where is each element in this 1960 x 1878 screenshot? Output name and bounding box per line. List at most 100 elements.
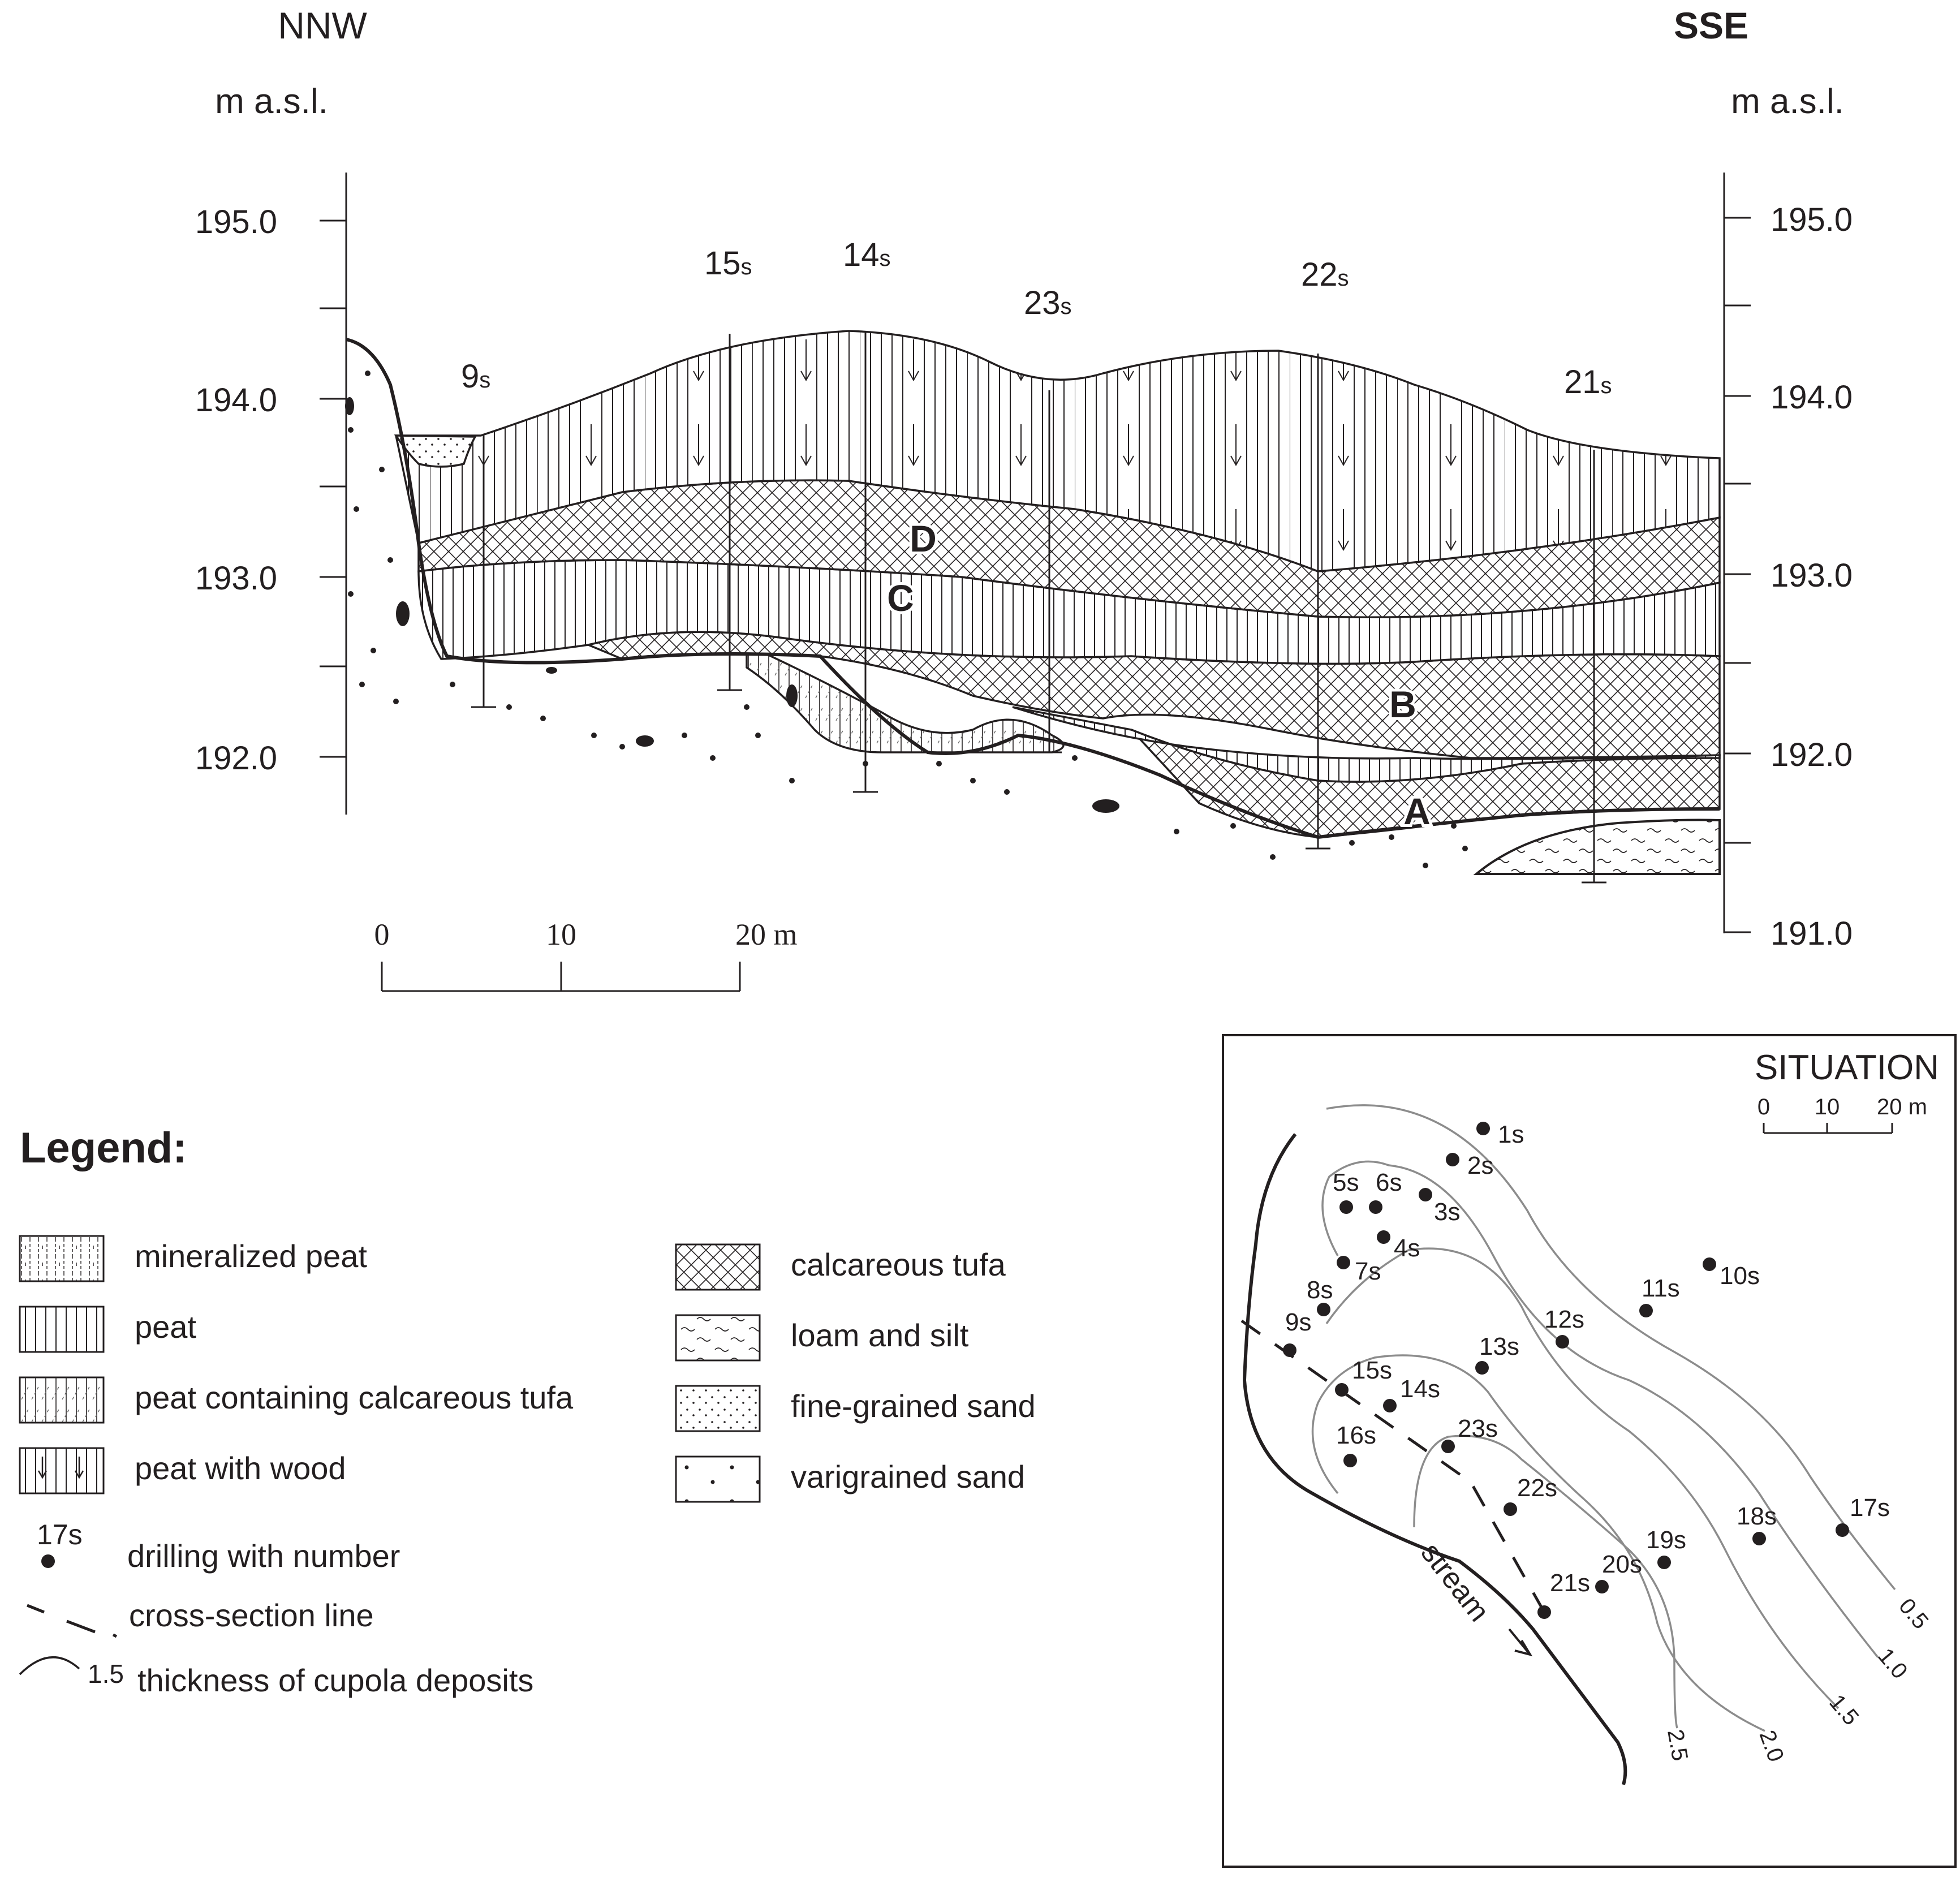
drill-point-19s — [1657, 1556, 1671, 1569]
drill-label-9: 9s — [461, 358, 490, 395]
contour-2-0 — [1311, 1354, 1765, 1732]
contour-1-0 — [1321, 1160, 1879, 1659]
varigrained-sand-dots — [345, 371, 1468, 868]
peat-wood-layer — [394, 330, 1721, 572]
legend-section-line-icon — [27, 1604, 118, 1638]
drill-holes — [471, 331, 1606, 884]
orientation-right: SSE — [1674, 5, 1748, 46]
fine-sand-lens — [394, 434, 477, 468]
drill-point-10s — [1703, 1257, 1716, 1271]
unit-label-right: m a.s.l. — [1731, 82, 1844, 121]
legend-swatch-varigrained-sand — [675, 1455, 761, 1503]
cross-section-line — [1240, 1319, 1546, 1613]
loam-silt-layer — [1473, 819, 1721, 875]
legend-label-loam-silt: loam and silt — [791, 1317, 969, 1353]
drill-label-21s: 21s — [1550, 1569, 1590, 1597]
drill-point-8s — [1317, 1303, 1330, 1316]
drill-label-11s: 11s — [1642, 1274, 1680, 1302]
legend-drilling-text: drilling with number — [127, 1538, 400, 1574]
layer-label-a: A — [1403, 790, 1431, 832]
legend-label-mineralized-peat: mineralized peat — [135, 1238, 367, 1274]
elev-left-194: 194.0 — [195, 382, 277, 419]
drill-label-8s: 8s — [1307, 1276, 1333, 1304]
drill-point-4s — [1377, 1230, 1390, 1244]
layer-label-c: C — [887, 577, 914, 619]
cross-section: NNW SSE m a.s.l. m a.s.l. — [195, 5, 1853, 992]
legend: Legend: mineralized peat peat peat conta… — [19, 1124, 1036, 1698]
drill-label-14s: 14s — [1400, 1375, 1440, 1403]
legend-thickness-curve-icon — [19, 1656, 80, 1675]
section-scale-bar: 0 10 20 m — [374, 918, 798, 992]
contour-label-2-5: 2.5 — [1662, 1728, 1692, 1763]
legend-swatch-loam-silt — [675, 1314, 761, 1362]
drill-point-2s — [1446, 1153, 1459, 1166]
drill-label-17s: 17s — [1850, 1494, 1890, 1522]
drill-label-3s: 3s — [1434, 1198, 1460, 1226]
drill-label-22: 22s — [1301, 256, 1349, 293]
drill-label-22s: 22s — [1517, 1474, 1557, 1502]
stream-arrow-icon — [1508, 1628, 1533, 1657]
drill-label-23s: 23s — [1458, 1415, 1498, 1442]
elev-right-192: 192.0 — [1771, 736, 1853, 773]
legend-wood-arrows-icon — [37, 1457, 84, 1479]
situation-scale-20m: 20 m — [1877, 1095, 1927, 1119]
peat-tufa-layer — [746, 643, 1065, 753]
contour-1-5 — [1325, 1247, 1840, 1709]
legend-title: Legend: — [20, 1124, 187, 1172]
drill-label-4s: 4s — [1394, 1234, 1420, 1262]
drill-label-15s: 15s — [1352, 1356, 1392, 1384]
orientation-left: NNW — [278, 5, 367, 46]
drill-label-18s: 18s — [1737, 1502, 1777, 1530]
contour-0-5 — [1326, 1104, 1896, 1591]
drill-label-21: 21s — [1564, 364, 1612, 400]
drill-point-1s — [1476, 1122, 1490, 1135]
drill-label-16s: 16s — [1336, 1422, 1376, 1449]
drill-label-20s: 20s — [1602, 1550, 1642, 1578]
legend-thickness-value: 1.5 — [88, 1659, 124, 1689]
situation-frame — [1222, 1034, 1957, 1868]
drill-point-23s — [1441, 1440, 1455, 1453]
scale-label-0: 0 — [374, 918, 390, 951]
legend-label-varigrained-sand: varigrained sand — [791, 1459, 1025, 1494]
drill-point-22s — [1504, 1502, 1517, 1516]
drill-point-6s — [1369, 1200, 1382, 1214]
situation-title: SITUATION — [1755, 1048, 1939, 1087]
elev-right-195: 195.0 — [1771, 201, 1853, 238]
drill-label-13s: 13s — [1479, 1333, 1519, 1360]
legend-section-line-text: cross-section line — [129, 1597, 374, 1633]
elev-left-193: 193.0 — [195, 560, 277, 597]
left-elevation-axis: 195.0 194.0 193.0 192.0 — [195, 173, 347, 815]
drill-point-9s — [1283, 1343, 1296, 1357]
drill-point-15s — [1335, 1383, 1349, 1397]
drill-label-7s: 7s — [1355, 1257, 1381, 1285]
elev-right-193: 193.0 — [1771, 557, 1853, 594]
drill-label-19s: 19s — [1646, 1526, 1686, 1554]
drill-label-12s: 12s — [1544, 1306, 1584, 1333]
drill-point-3s — [1419, 1188, 1432, 1201]
legend-label-peat-wood: peat with wood — [135, 1450, 346, 1486]
right-elevation-axis: 195.0 194.0 193.0 192.0 191.0 — [1723, 173, 1853, 952]
situation-scale-10: 10 — [1815, 1095, 1840, 1119]
legend-swatch-fine-sand — [675, 1385, 761, 1432]
drill-point-18s — [1752, 1532, 1766, 1545]
drill-label-5s: 5s — [1333, 1169, 1359, 1196]
drill-labels: 9s 15s 14s 23s 22s 21s — [461, 236, 1612, 400]
drill-point-13s — [1475, 1361, 1489, 1375]
drill-point-14s — [1383, 1399, 1397, 1412]
legend-swatch-peat — [19, 1306, 105, 1353]
legend-label-peat-tufa: peat containing calcareous tufa — [135, 1380, 574, 1415]
scale-label-20m: 20 m — [735, 918, 798, 951]
contour-2-5 — [1413, 1435, 1678, 1729]
drill-point-11s — [1639, 1304, 1653, 1317]
situation-drillings: 1s 2s 3s 4s 5s 6s 7s 8s 9s 10s 11s 12s 1… — [1283, 1121, 1890, 1619]
legend-swatch-calcareous-tufa — [675, 1243, 761, 1291]
unit-label-left: m a.s.l. — [215, 82, 328, 121]
drill-label-15: 15s — [704, 245, 752, 282]
drill-point-16s — [1343, 1454, 1357, 1467]
elev-right-191: 191.0 — [1771, 915, 1853, 952]
elev-left-192: 192.0 — [195, 740, 277, 777]
elev-right-194: 194.0 — [1771, 379, 1853, 416]
legend-swatch-peat-wood — [19, 1447, 105, 1494]
legend-thickness-text: thickness of cupola deposits — [137, 1662, 533, 1698]
